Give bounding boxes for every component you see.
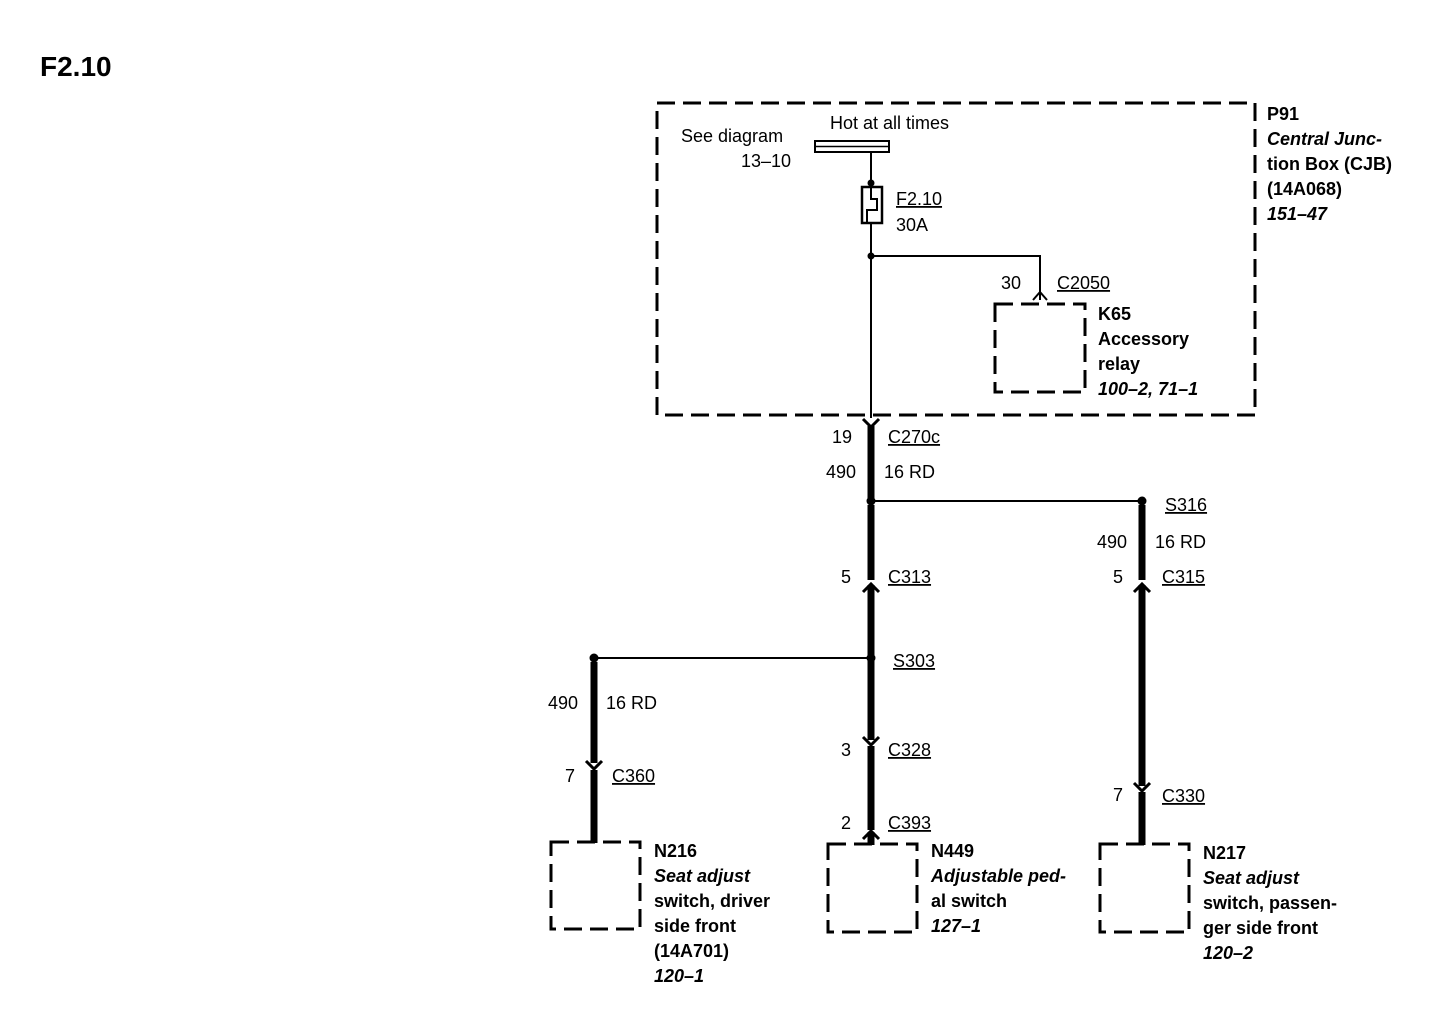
connector-c393-icon <box>861 828 881 841</box>
junction-dot <box>867 179 875 187</box>
relay-k65-outline <box>993 302 1087 394</box>
n217-id: N217 <box>1203 843 1246 863</box>
cjb-name-line2: tion Box (CJB) <box>1267 154 1392 174</box>
n217-name-line2: switch, passen- <box>1203 893 1337 913</box>
relay-pin: 30 <box>1001 273 1021 293</box>
n217-name-line3: ger side front <box>1203 918 1318 938</box>
left-circuit: 490 <box>548 693 578 713</box>
connector-c330-icon <box>1132 781 1152 794</box>
connector-c328-icon <box>861 735 881 748</box>
connector-c270c-icon <box>861 417 881 430</box>
n449-name-line1: Adjustable ped- <box>930 866 1066 886</box>
c393-connector: C393 <box>888 813 931 833</box>
c315-connector: C315 <box>1162 567 1205 587</box>
cjb-ref: 151–47 <box>1267 204 1328 224</box>
n216-outline <box>549 840 642 931</box>
n216-name-line1: Seat adjust <box>654 866 751 886</box>
splice-dot <box>589 653 599 663</box>
c330-connector: C330 <box>1162 786 1205 806</box>
fuse-rating: 30A <box>896 215 928 235</box>
n216-ref: 120–1 <box>654 966 704 986</box>
c328-connector: C328 <box>888 740 931 760</box>
c328-pin: 3 <box>841 740 851 760</box>
splice-s316-dot <box>1137 496 1147 506</box>
n216-name-line3: side front <box>654 916 736 936</box>
c360-pin: 7 <box>565 766 575 786</box>
n449-outline <box>826 842 919 934</box>
cjb-part-number: (14A068) <box>1267 179 1342 199</box>
n216-part-number: (14A701) <box>654 941 729 961</box>
c270c-connector: C270c <box>888 427 940 447</box>
connector-c2050-icon <box>1032 290 1048 301</box>
right-circuit: 490 <box>1097 532 1127 552</box>
relay-id: K65 <box>1098 304 1131 324</box>
c270c-pin: 19 <box>832 427 852 447</box>
s316-label: S316 <box>1165 495 1207 515</box>
n449-ref: 127–1 <box>931 916 981 936</box>
s303-label: S303 <box>893 651 935 671</box>
n449-id: N449 <box>931 841 974 861</box>
bus-bar-icon <box>814 140 890 153</box>
c360-connector: C360 <box>612 766 655 786</box>
wire-to-relay <box>871 255 1041 300</box>
c393-pin: 2 <box>841 813 851 833</box>
connector-c360-icon <box>584 759 604 772</box>
hot-at-all-times-label: Hot at all times <box>830 113 949 133</box>
relay-name-line2: relay <box>1098 354 1140 374</box>
cjb-name-line1: Central Junc- <box>1267 129 1382 149</box>
c313-connector: C313 <box>888 567 931 587</box>
n217-ref: 120–2 <box>1203 943 1253 963</box>
trunk-wire: 16 RD <box>884 462 935 482</box>
c313-pin: 5 <box>841 567 851 587</box>
page-title: F2.10 <box>40 51 112 82</box>
n449-name-line2: al switch <box>931 891 1007 911</box>
connector-c315-icon <box>1132 581 1152 594</box>
left-wire: 16 RD <box>606 693 657 713</box>
see-diagram-label: See diagram <box>681 126 783 146</box>
n216-id: N216 <box>654 841 697 861</box>
c330-pin: 7 <box>1113 785 1123 805</box>
c315-pin: 5 <box>1113 567 1123 587</box>
relay-ref: 100–2, 71–1 <box>1098 379 1198 399</box>
cjb-id: P91 <box>1267 104 1299 124</box>
n217-name-line1: Seat adjust <box>1203 868 1300 888</box>
fuse-id: F2.10 <box>896 189 942 209</box>
cjb-outline <box>655 101 1257 417</box>
n216-name-line2: switch, driver <box>654 891 770 911</box>
relay-connector: C2050 <box>1057 273 1110 293</box>
relay-name-line1: Accessory <box>1098 329 1189 349</box>
trunk-circuit: 490 <box>826 462 856 482</box>
fuse-icon <box>860 185 884 225</box>
connector-c313-icon <box>861 581 881 594</box>
n217-outline <box>1098 842 1191 934</box>
see-diagram-number: 13–10 <box>741 151 791 171</box>
right-wire: 16 RD <box>1155 532 1206 552</box>
